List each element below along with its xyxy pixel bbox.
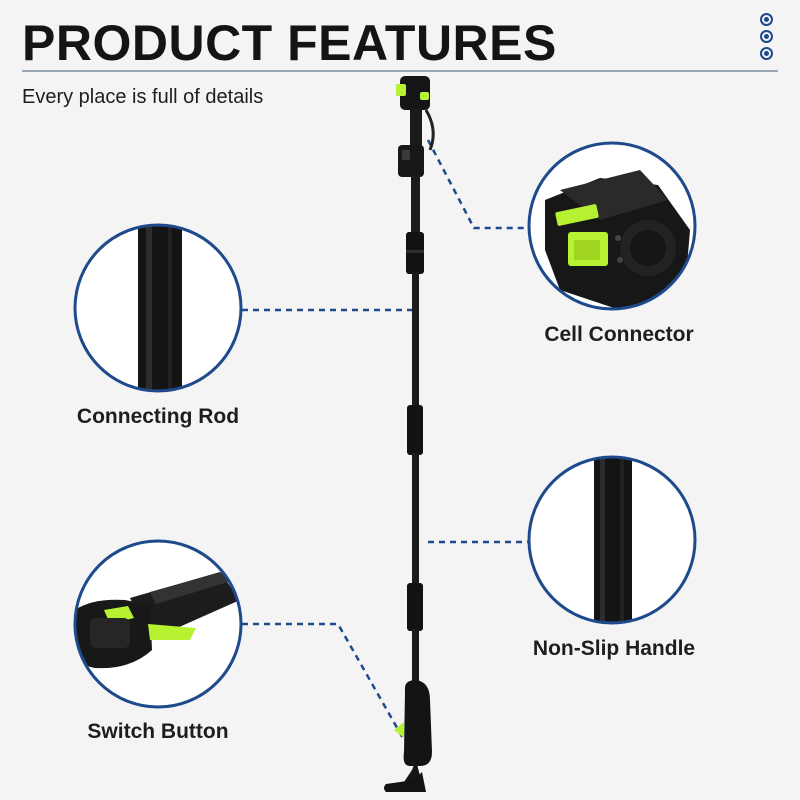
switch-button-leader [242,622,406,741]
cell-connector-leader [426,139,528,230]
page-title: PRODUCT FEATURES [22,15,557,71]
callout-leader-lines [242,139,528,741]
non-slip-handle-zoom-circle [527,455,697,625]
product-pole [384,76,435,792]
switch-button-zoom-circle [73,539,243,709]
non-slip-handle-label: Non-Slip Handle [532,637,696,660]
cell-connector-zoom-circle [527,141,697,311]
dot-icon [760,30,773,43]
switch-button-label: Switch Button [87,720,229,743]
header-divider [22,70,778,72]
connecting-rod-zoom-circle [73,223,243,393]
connecting-rod-label: Connecting Rod [76,405,240,428]
page-subtitle: Every place is full of details [22,86,264,108]
dot-icon [760,13,773,26]
more-options-dots-icon[interactable] [760,13,778,64]
cell-connector-label: Cell Connector [544,323,694,346]
dot-icon [760,47,773,60]
